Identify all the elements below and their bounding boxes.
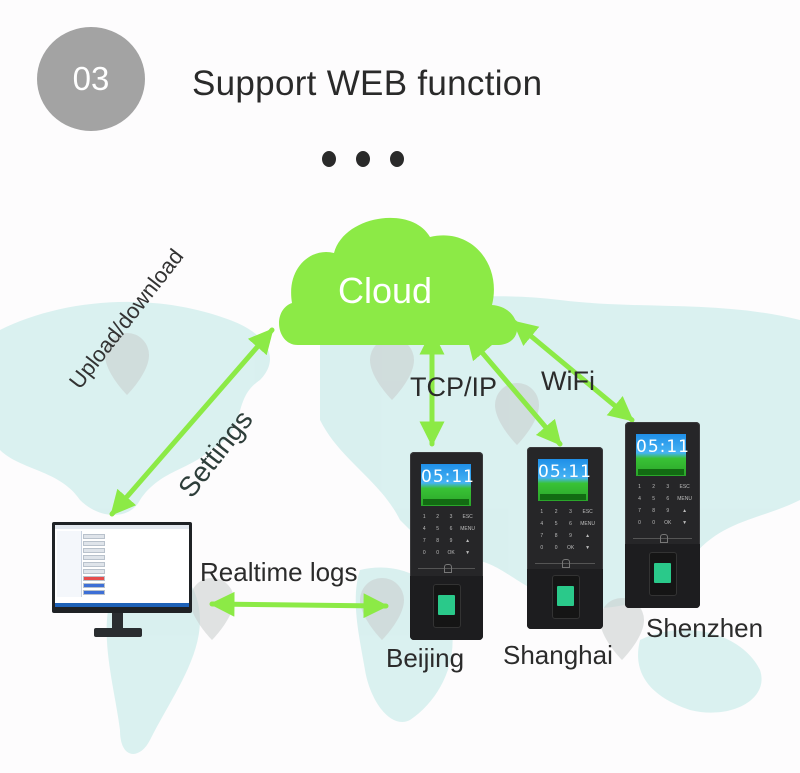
cloud-label: Cloud [338, 270, 433, 311]
ellipsis-icon [356, 151, 370, 167]
doorbell-icon [418, 564, 475, 573]
location-shanghai: Shanghai [503, 640, 613, 670]
connector-shenzhen-cloud [511, 319, 635, 423]
terminal-screen: 05:11 [636, 434, 689, 476]
doorbell-icon [535, 559, 595, 568]
tcpip-label: TCP/IP [410, 372, 498, 402]
page-title: Support WEB function [192, 64, 543, 103]
connector-pc-beijing [209, 591, 389, 619]
fingerprint-sensor [552, 575, 580, 619]
realtime-logs-label: Realtime logs [200, 557, 358, 587]
doorbell-icon [633, 534, 692, 543]
fingerprint-sensor [649, 552, 677, 596]
monitor-base [94, 628, 142, 637]
ellipsis-icon [322, 151, 336, 167]
ellipsis-icon [390, 151, 404, 167]
fingerprint-sensor [433, 584, 461, 628]
step-number: 03 [72, 60, 110, 97]
cloud-icon [279, 217, 518, 345]
terminal-screen: 05:11 [538, 459, 591, 501]
location-shenzhen: Shenzhen [646, 613, 764, 643]
monitor-icon [52, 522, 192, 613]
wifi-label: WiFi [541, 366, 595, 396]
connector-pc-cloud [109, 327, 275, 517]
step-number-badge: 03 [37, 27, 145, 131]
monitor-stand [112, 613, 123, 631]
location-beijing: Beijing [386, 643, 465, 673]
terminal-screen: 05:11 [421, 464, 474, 506]
software-screen [55, 525, 189, 607]
